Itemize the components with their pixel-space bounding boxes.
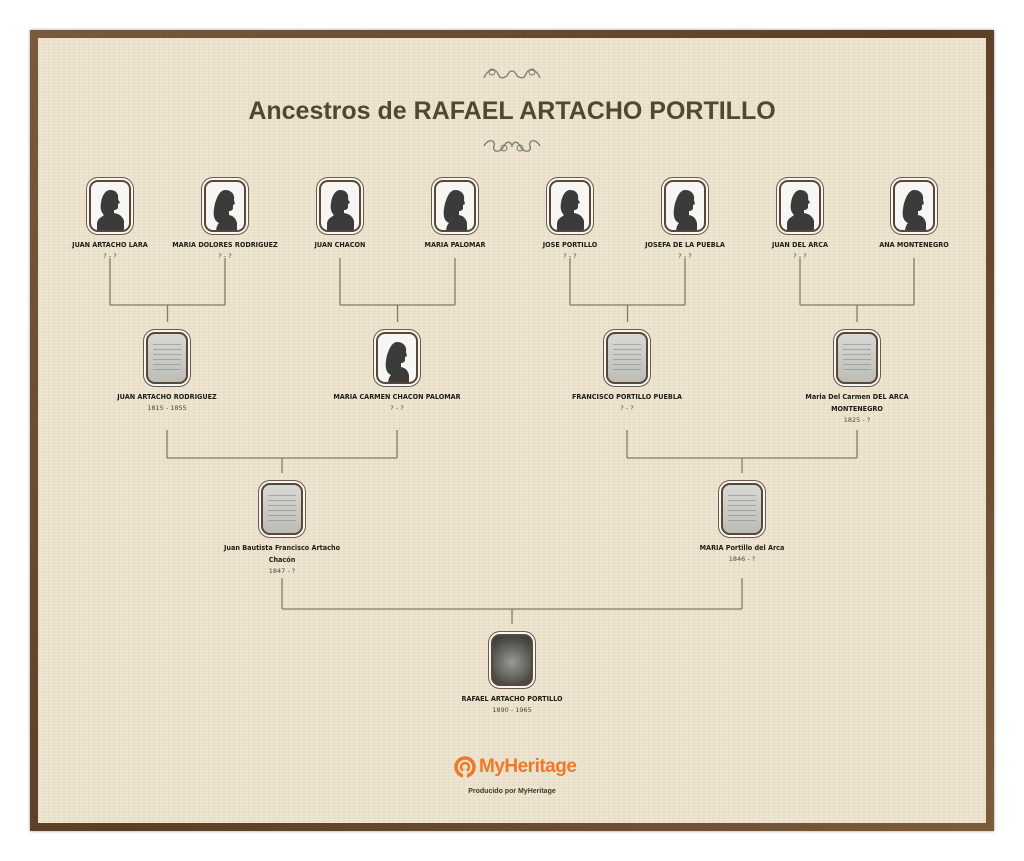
person-name: MARIA PALOMAR — [424, 240, 486, 249]
person-name: MARIA CARMEN CHACON PALOMAR — [333, 392, 461, 401]
person-card[interactable]: MARIA Portillo del Arca 1846 - ? — [677, 483, 807, 565]
person-name: JUAN DEL ARCA — [772, 240, 828, 249]
male-silhouette-icon — [327, 190, 354, 230]
person-dates: ? - ? — [793, 252, 807, 260]
person-dates: 1890 - 1965 — [492, 706, 532, 714]
myheritage-logo-icon — [454, 756, 476, 778]
person-dates: ? - ? — [678, 252, 692, 260]
person-dates: ? - ? — [103, 252, 117, 260]
person-card[interactable]: JOSE PORTILLO ? - ? — [505, 180, 635, 262]
person-dates: ? - ? — [563, 252, 577, 260]
portrait-frame[interactable] — [893, 180, 935, 232]
person-dates: 1847 - ? — [268, 567, 296, 575]
document-thumbnail[interactable] — [146, 332, 188, 384]
document-thumbnail[interactable] — [261, 483, 303, 535]
paper-background — [38, 38, 986, 823]
person-card[interactable]: JUAN CHACON — [275, 180, 405, 251]
female-silhouette-icon — [213, 190, 237, 230]
portrait-frame[interactable] — [549, 180, 591, 232]
bottom-ornament-icon — [483, 140, 541, 152]
person-card[interactable]: Maria Del Carmen DEL ARCA MONTENEGRO 1825… — [792, 332, 922, 426]
person-dates: ? - ? — [218, 252, 232, 260]
person-dates: ? - ? — [390, 404, 404, 412]
person-name: MARIA DOLORES RODRIGUEZ — [172, 240, 278, 249]
photo-thumbnail[interactable] — [491, 634, 533, 686]
person-card[interactable]: RAFAEL ARTACHO PORTILLO 1890 - 1965 — [447, 634, 577, 716]
portrait-frame[interactable] — [779, 180, 821, 232]
document-thumbnail[interactable] — [836, 332, 878, 384]
person-name: JOSEFA DE LA PUEBLA — [645, 240, 725, 249]
person-card[interactable]: JUAN DEL ARCA ? - ? — [735, 180, 865, 262]
person-card[interactable]: JUAN ARTACHO RODRIGUEZ 1815 - 1855 — [102, 332, 232, 414]
document-thumbnail[interactable] — [606, 332, 648, 384]
person-dates: 1815 - 1855 — [147, 404, 187, 412]
person-name: JOSE PORTILLO — [542, 240, 598, 249]
person-card[interactable]: FRANCISCO PORTILLO PUEBLA ? - ? — [562, 332, 692, 414]
page-title: Ancestros de RAFAEL ARTACHO PORTILLO — [248, 97, 776, 125]
portrait-frame[interactable] — [664, 180, 706, 232]
person-name: Juan Bautista Francisco Artacho Chacón — [223, 543, 341, 564]
male-silhouette-icon — [557, 190, 584, 230]
portrait-frame[interactable] — [434, 180, 476, 232]
portrait-frame[interactable] — [89, 180, 131, 232]
person-name: JUAN CHACON — [314, 240, 366, 249]
male-silhouette-icon — [787, 190, 814, 230]
person-name: JUAN ARTACHO LARA — [72, 240, 148, 249]
portrait-frame[interactable] — [376, 332, 418, 384]
myheritage-logo[interactable]: MyHeritage — [454, 755, 577, 779]
top-ornament-icon — [483, 68, 541, 79]
female-silhouette-icon — [385, 342, 409, 382]
person-card[interactable]: JUAN ARTACHO LARA ? - ? — [45, 180, 175, 262]
person-name: FRANCISCO PORTILLO PUEBLA — [571, 392, 682, 401]
portrait-frame[interactable] — [319, 180, 361, 232]
person-card[interactable]: MARIA DOLORES RODRIGUEZ ? - ? — [160, 180, 290, 262]
male-silhouette-icon — [97, 190, 124, 230]
person-dates: 1846 - ? — [728, 555, 756, 563]
person-name: ANA MONTENEGRO — [879, 240, 949, 249]
person-card[interactable]: MARIA CARMEN CHACON PALOMAR ? - ? — [332, 332, 462, 414]
person-card[interactable]: Juan Bautista Francisco Artacho Chacón 18… — [217, 483, 347, 577]
portrait-frame[interactable] — [204, 180, 246, 232]
produced-by-footer: Producido por MyHeritage — [468, 788, 556, 795]
person-name: Maria Del Carmen DEL ARCA MONTENEGRO — [805, 392, 909, 413]
myheritage-logo-text: MyHeritage — [479, 756, 577, 777]
person-card[interactable]: ANA MONTENEGRO — [849, 180, 979, 251]
person-dates: ? - ? — [620, 404, 634, 412]
person-card[interactable]: JOSEFA DE LA PUEBLA ? - ? — [620, 180, 750, 262]
person-card[interactable]: MARIA PALOMAR — [390, 180, 520, 251]
female-silhouette-icon — [673, 190, 697, 230]
person-name: MARIA Portillo del Arca — [699, 543, 785, 552]
person-dates: 1825 - ? — [843, 416, 871, 424]
person-name: RAFAEL ARTACHO PORTILLO — [461, 694, 563, 703]
female-silhouette-icon — [902, 190, 926, 230]
chart-frame — [30, 30, 994, 831]
female-silhouette-icon — [443, 190, 467, 230]
document-thumbnail[interactable] — [721, 483, 763, 535]
person-name: JUAN ARTACHO RODRIGUEZ — [117, 392, 217, 401]
